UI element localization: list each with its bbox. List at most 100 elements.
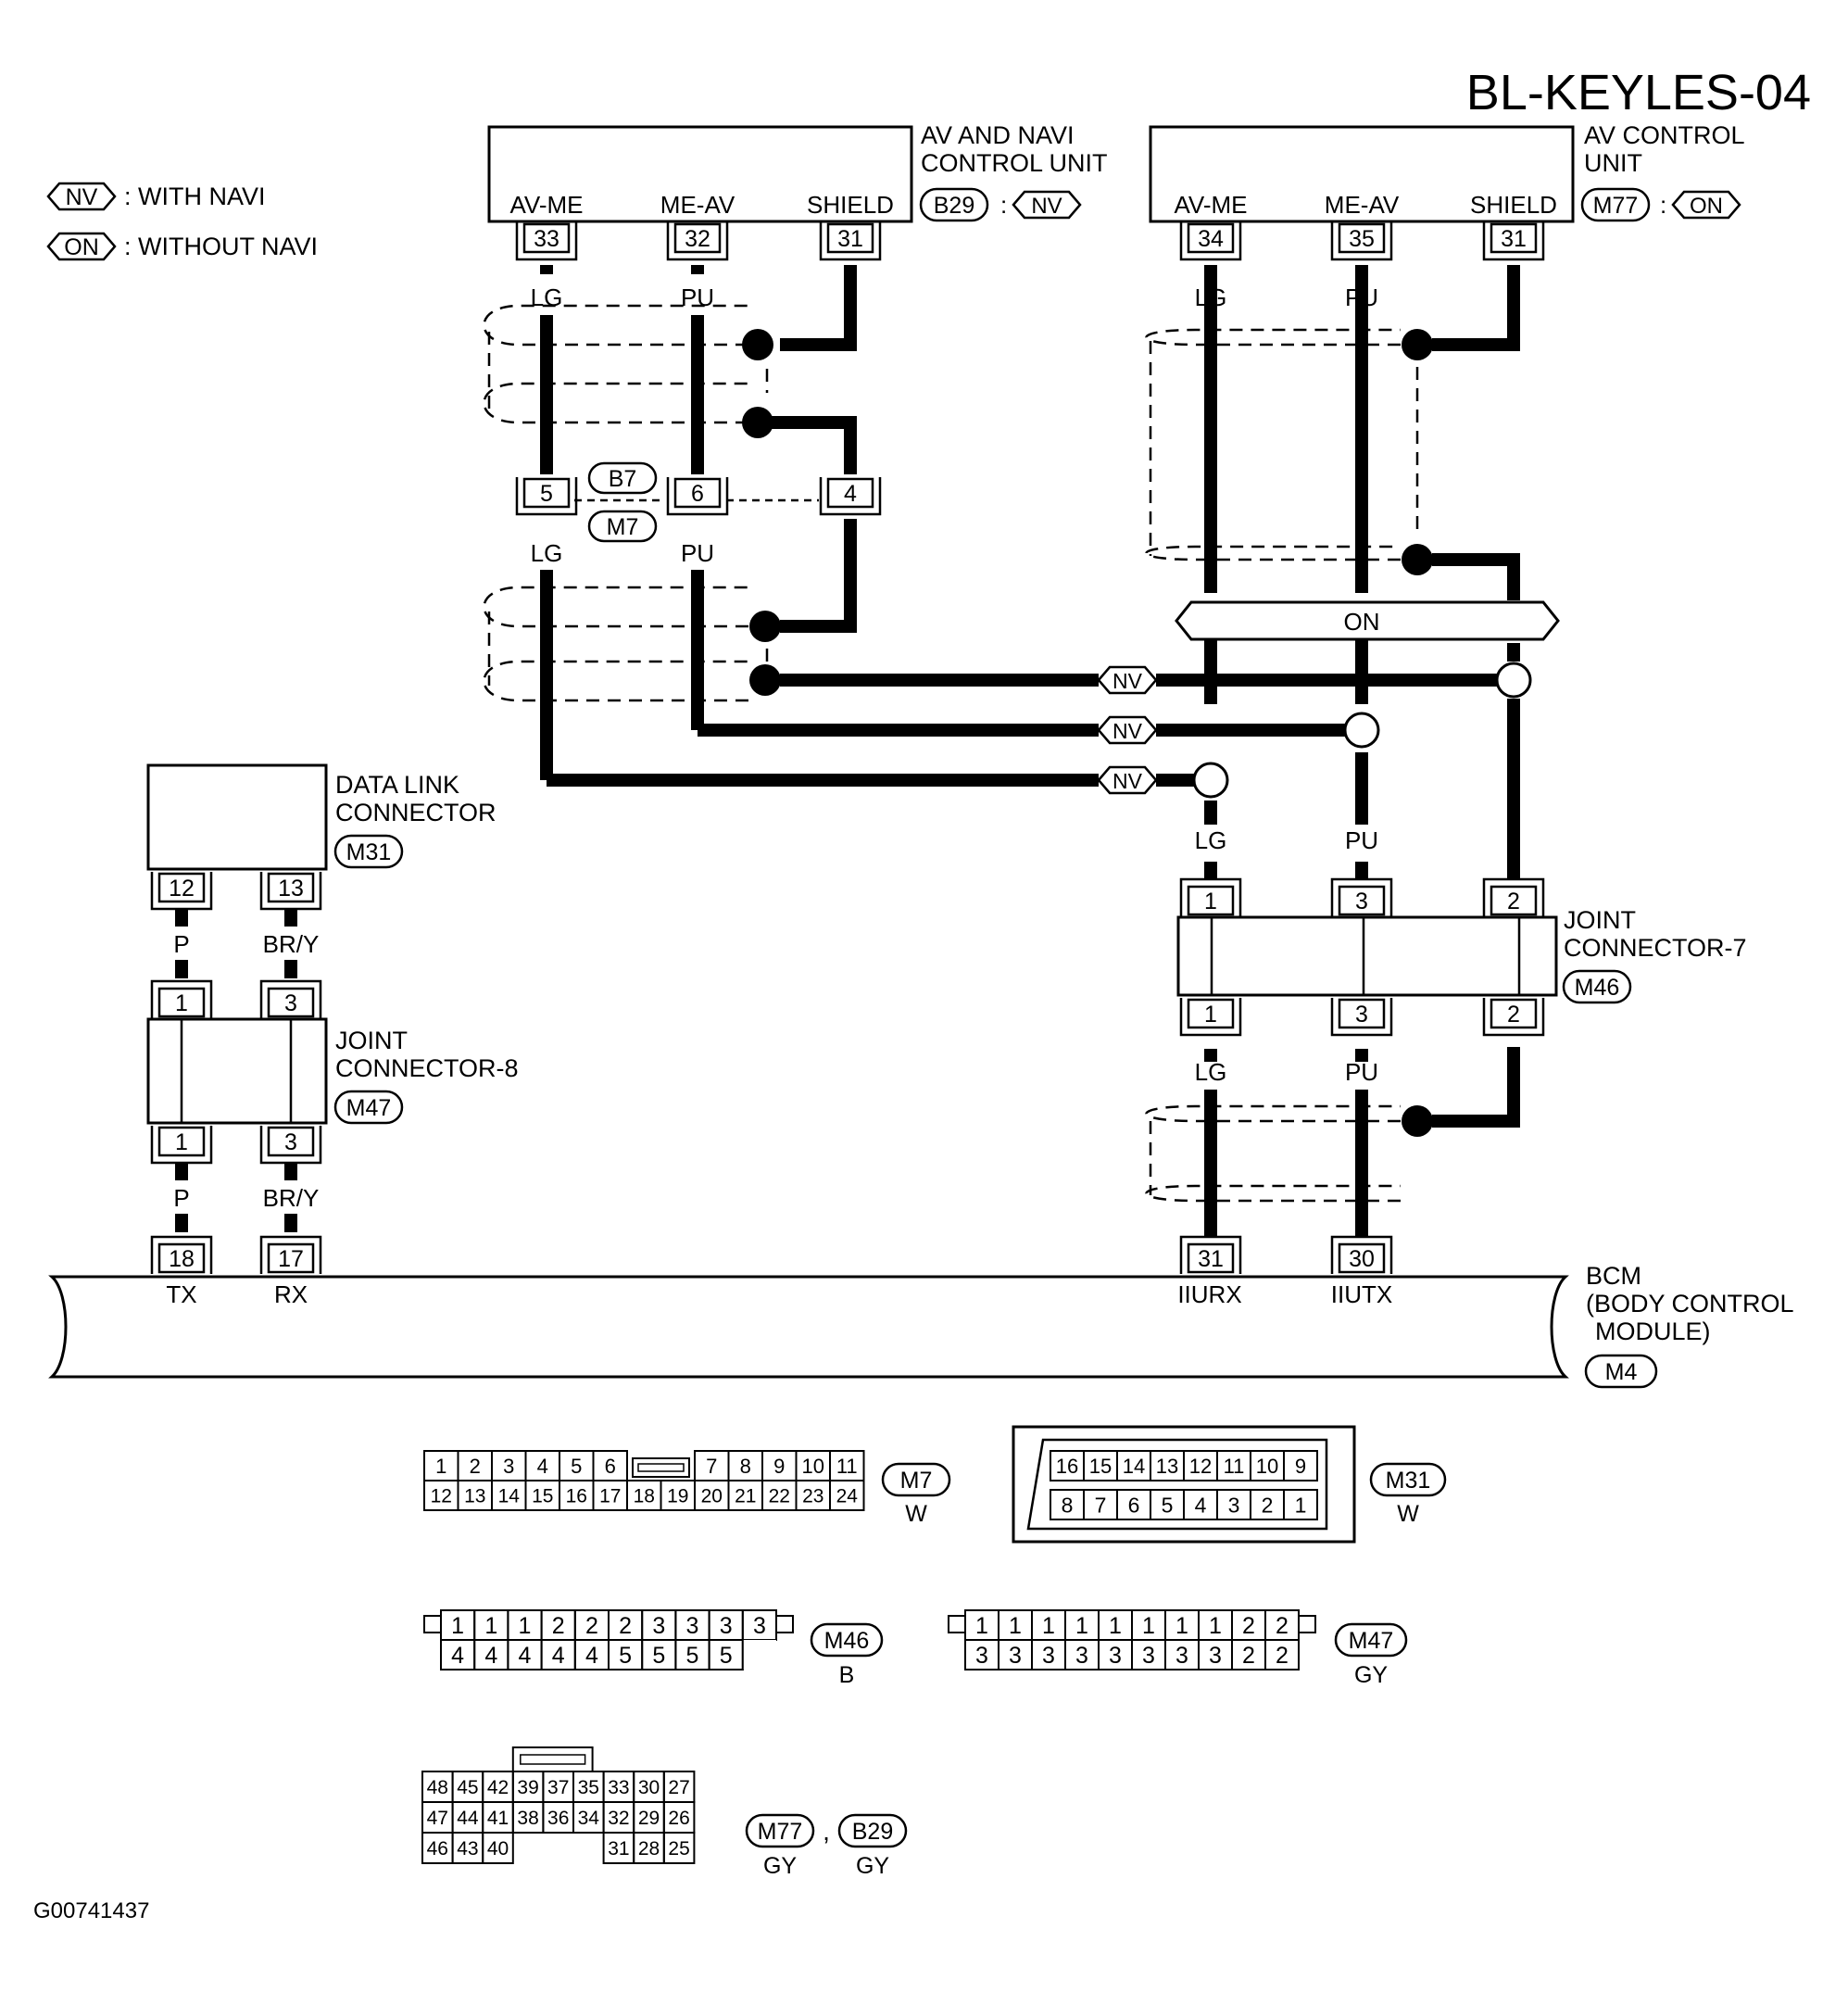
av-control-unit: AV-ME ME-AV SHIELD AV CONTROL UNIT M77 :… xyxy=(1149,121,1745,223)
cavity-number: 3 xyxy=(686,1613,699,1639)
terminal-pin: 5 xyxy=(515,477,578,516)
cavity-number: 38 xyxy=(517,1808,538,1829)
cavity-number: 3 xyxy=(1228,1493,1240,1517)
unit-name: CONNECTOR xyxy=(335,799,497,826)
terminal-pin: 31 xyxy=(1482,222,1545,261)
wire-color: LG xyxy=(531,284,563,311)
joint-connector-8: JOINT CONNECTOR-8 M47 xyxy=(146,1017,519,1125)
pin-number: 4 xyxy=(844,481,857,507)
pin-number: 18 xyxy=(169,1246,195,1272)
cavity-number: 3 xyxy=(1075,1643,1088,1669)
cavity-number: 30 xyxy=(638,1777,660,1798)
unit-name: UNIT xyxy=(1584,149,1642,177)
wire-color: P xyxy=(173,1184,189,1212)
legend-on-code: ON xyxy=(64,234,99,260)
cavity-number: 14 xyxy=(498,1486,521,1507)
cavity-number: 3 xyxy=(1175,1643,1188,1669)
legend-on-text: : WITHOUT NAVI xyxy=(124,233,318,260)
connector-id: M7 xyxy=(607,514,639,540)
terminal-pin: 3 xyxy=(259,1126,322,1165)
cavity-number: 10 xyxy=(802,1455,824,1478)
wire-labels: LG PU LG PU LG PU LG PU LG PU P BR/Y P B… xyxy=(173,284,1378,1212)
pin-number: 12 xyxy=(169,876,195,901)
cavity-number: 4 xyxy=(1195,1493,1207,1517)
pin-number: 2 xyxy=(1507,889,1520,914)
pin-number: 35 xyxy=(1349,226,1375,252)
connector-color: GY xyxy=(1354,1662,1388,1688)
cavity-number: 25 xyxy=(668,1838,689,1860)
pin-number: 5 xyxy=(540,481,553,507)
connector-id: B29 xyxy=(934,193,974,219)
cavity-number: 1 xyxy=(1175,1613,1188,1639)
unit-name: MODULE) xyxy=(1595,1317,1711,1345)
cavity-number: 14 xyxy=(1123,1455,1145,1478)
cavity-number: 2 xyxy=(552,1613,565,1639)
separator: , xyxy=(823,1817,830,1846)
nv-tags: NV NV NV xyxy=(1097,665,1158,795)
terminal-pin: 18 xyxy=(150,1235,213,1274)
cavity-number: 18 xyxy=(634,1486,655,1507)
cavity-number: 43 xyxy=(457,1838,478,1860)
unit-pin-label: ME-AV xyxy=(1325,191,1400,219)
nv-tag: NV xyxy=(1113,769,1143,793)
unit-name: CONTROL UNIT xyxy=(921,149,1108,177)
terminal-pin: 33 xyxy=(515,222,578,261)
cavity-number: 2 xyxy=(1276,1643,1289,1669)
terminal-pin: 2 xyxy=(1482,998,1545,1037)
cavity-number: 44 xyxy=(457,1808,479,1829)
unit-name: AV CONTROL xyxy=(1584,121,1745,149)
cavity-number: 4 xyxy=(519,1643,532,1669)
terminal-pin: 17 xyxy=(259,1235,322,1274)
cavity-number: 3 xyxy=(1009,1643,1022,1669)
cavity-number: 26 xyxy=(668,1808,689,1829)
bcm-pin-label: RX xyxy=(274,1280,308,1308)
cavity-number: 12 xyxy=(431,1486,452,1507)
wire-color: PU xyxy=(681,284,714,311)
wire-color: LG xyxy=(1195,1058,1227,1086)
nv-tag: NV xyxy=(1113,719,1143,743)
svg-text::: : xyxy=(1000,191,1007,219)
wire-color: LG xyxy=(531,539,563,567)
figure-code: G00741437 xyxy=(33,1898,149,1923)
connector-id: M77 xyxy=(1593,193,1639,219)
connector-id: M47 xyxy=(1349,1628,1394,1654)
cavity-number: 6 xyxy=(605,1455,616,1478)
pin-number: 33 xyxy=(534,226,559,252)
cavity-number: 32 xyxy=(608,1808,629,1829)
cavity-number: 5 xyxy=(686,1643,699,1669)
cavity-number: 7 xyxy=(706,1455,717,1478)
unit-name: DATA LINK xyxy=(335,771,459,799)
joint-connector-7: JOINT CONNECTOR-7 M46 xyxy=(1176,906,1747,1004)
terminal-pin: 3 xyxy=(1330,998,1393,1037)
unit-pin-label: AV-ME xyxy=(1175,191,1248,219)
pin-number: 32 xyxy=(685,226,710,252)
terminal-pin: 35 xyxy=(1330,222,1393,261)
connector-id: M31 xyxy=(346,839,392,865)
cavity-number: 19 xyxy=(667,1486,688,1507)
unit-pin-label: AV-ME xyxy=(510,191,584,219)
cavity-number: 35 xyxy=(578,1777,599,1798)
cavity-number: 3 xyxy=(1142,1643,1155,1669)
on-bar: ON xyxy=(1175,600,1562,641)
cavity-number: 12 xyxy=(1189,1455,1212,1478)
connector-id: M46 xyxy=(824,1628,870,1654)
cavity-number: 21 xyxy=(735,1486,756,1507)
cavity-number: 4 xyxy=(484,1643,497,1669)
cavity-number: 31 xyxy=(608,1838,629,1860)
pin-number: 13 xyxy=(278,876,304,901)
bcm-pin-label: IIUTX xyxy=(1331,1280,1392,1308)
terminal-pin: 31 xyxy=(819,222,882,261)
connector-id: M7 xyxy=(900,1468,933,1494)
cavity-number: 5 xyxy=(571,1455,582,1478)
connector-id: M46 xyxy=(1575,975,1620,1001)
cavity-number: 17 xyxy=(599,1486,621,1507)
cavity-number: 10 xyxy=(1256,1455,1278,1478)
cavity-number: 5 xyxy=(720,1643,733,1669)
terminal-pin: 1 xyxy=(150,1126,213,1165)
terminal-pin: 6 xyxy=(666,477,729,516)
terminal-pin: 1 xyxy=(150,979,213,1018)
